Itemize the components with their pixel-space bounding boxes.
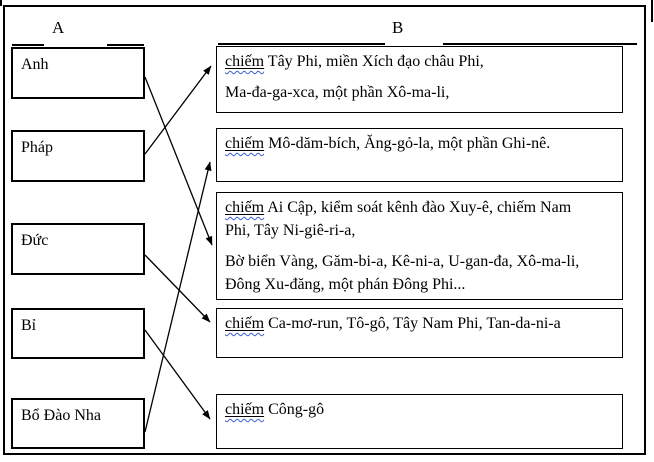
column-b-header: B: [392, 18, 404, 37]
box-b-3-line-1: chiếm Ai Cập, kiểm soát kênh đào Xuy-ê, …: [225, 199, 572, 216]
box-a-phap[interactable]: Pháp: [11, 130, 145, 182]
line-artifact-above-anh-1: [12, 44, 44, 46]
box-a-anh-label: Anh: [21, 56, 49, 73]
keyword-chiem: chiếm: [225, 135, 265, 152]
line-artifact-above-b1-1: [218, 43, 385, 45]
box-b-1-paragraph-1: chiếm Tây Phi, miền Xích đạo châu Phi,: [225, 50, 614, 73]
outer-frame: [3, 5, 646, 455]
keyword-chiem: chiếm: [225, 199, 265, 216]
top-left-tick-artifact: [0, 0, 2, 6]
box-b-3-line-2: Phi, Tây Ni-giê-ri-a,: [225, 222, 356, 239]
box-b-4-line-1: Ca-mơ-run, Tô-gô, Tây Nam Phi, Tan-da-ni…: [264, 315, 561, 332]
box-b-3-paragraph-2: Bờ biển Vàng, Găm-bi-a, Kê-ni-a, U-gan-đ…: [225, 250, 614, 296]
box-b-2-paragraph-1: chiếm Mô-dăm-bích, Ăng-gỏ-la, một phần G…: [225, 132, 614, 155]
box-a-anh[interactable]: Anh: [11, 47, 145, 99]
box-a-bi[interactable]: Bỉ: [11, 308, 145, 359]
box-b-3-line-4: Đông Xu-đăng, một phán Đông Phi...: [225, 276, 466, 293]
box-b-4[interactable]: chiếm Ca-mơ-run, Tô-gô, Tây Nam Phi, Tan…: [216, 308, 623, 358]
line-artifact-above-anh-2: [107, 44, 144, 46]
box-b-5[interactable]: chiếm Công-gô: [216, 394, 623, 449]
box-b-1-line-1: Tây Phi, miền Xích đạo châu Phi,: [264, 53, 484, 70]
box-b-5-line-1: Công-gô: [264, 401, 325, 418]
box-a-duc[interactable]: Đức: [11, 223, 145, 275]
box-b-1-line-2: Ma-đa-ga-xca, một phần Xô-ma-li,: [225, 84, 450, 101]
box-a-bo-dao-nha-label: Bổ Đào Nha: [21, 407, 101, 424]
keyword-chiem: chiếm: [225, 315, 265, 332]
box-b-3-line-3: Bờ biển Vàng, Găm-bi-a, Kê-ni-a, U-gan-đ…: [225, 253, 580, 270]
line-artifact-above-b1-2: [443, 43, 637, 45]
box-a-bi-label: Bỉ: [21, 317, 37, 334]
keyword-chiem: chiếm: [225, 401, 265, 418]
box-b-1[interactable]: chiếm Tây Phi, miền Xích đạo châu Phi, M…: [216, 46, 623, 113]
box-b-2-line-1: Mô-dăm-bích, Ăng-gỏ-la, một phần Ghi-nê.: [264, 135, 551, 152]
keyword-chiem: chiếm: [225, 53, 265, 70]
column-a-header: A: [52, 18, 65, 37]
box-b-4-paragraph-1: chiếm Ca-mơ-run, Tô-gô, Tây Nam Phi, Tan…: [225, 312, 614, 335]
box-b-2[interactable]: chiếm Mô-dăm-bích, Ăng-gỏ-la, một phần G…: [216, 128, 623, 182]
box-b-5-paragraph-1: chiếm Công-gô: [225, 398, 614, 421]
box-a-duc-label: Đức: [21, 232, 49, 249]
box-b-3[interactable]: chiếm Ai Cập, kiểm soát kênh đào Xuy-ê, …: [216, 192, 623, 300]
box-a-phap-label: Pháp: [21, 139, 53, 156]
box-b-1-paragraph-2: Ma-đa-ga-xca, một phần Xô-ma-li,: [225, 81, 614, 104]
box-a-bo-dao-nha[interactable]: Bổ Đào Nha: [11, 398, 145, 449]
box-b-3-paragraph-1: chiếm Ai Cập, kiểm soát kênh đào Xuy-ê, …: [225, 196, 614, 242]
top-right-tick-artifact: [651, 0, 653, 22]
